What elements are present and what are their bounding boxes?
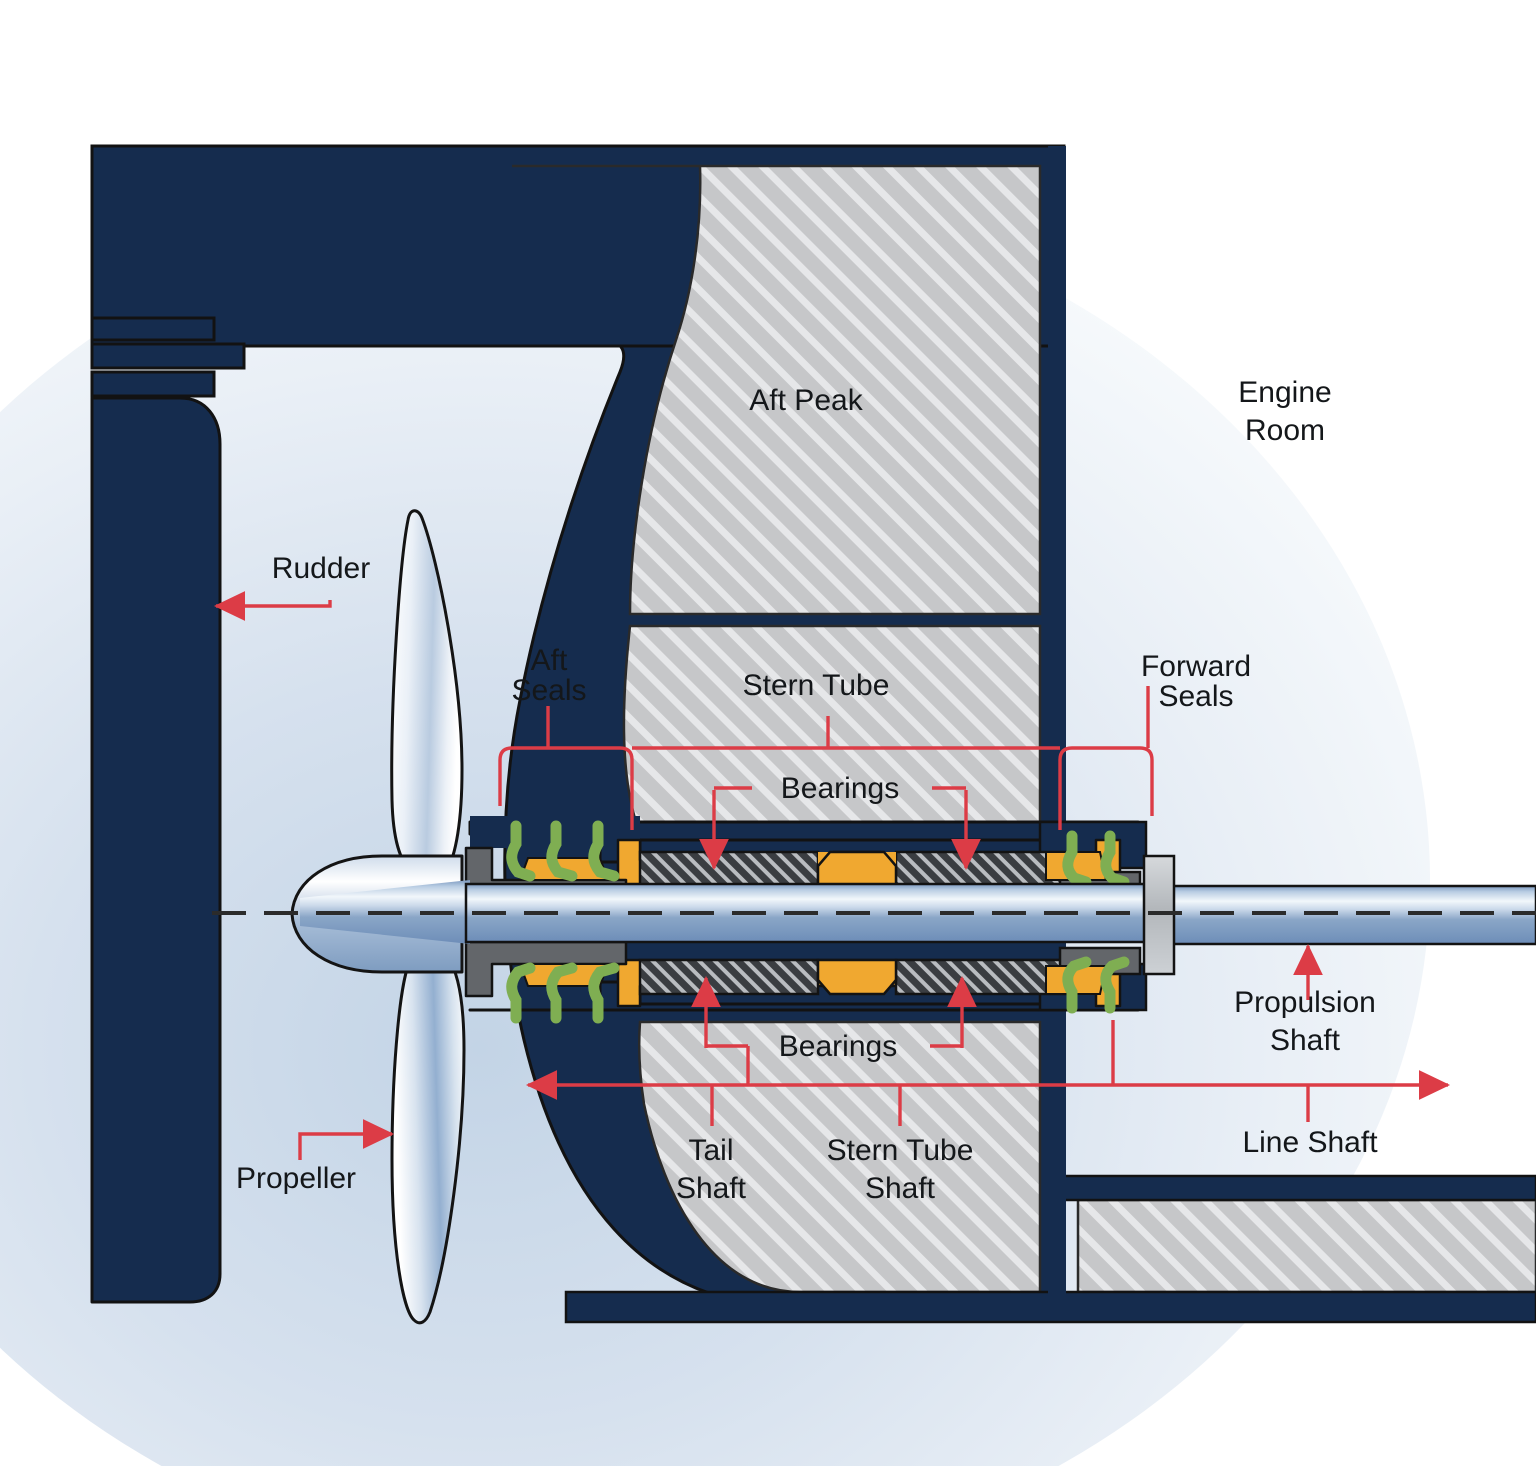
aft-seals-label-line1: Aft: [531, 644, 568, 677]
aft-peak-lower-fill: [637, 1020, 1042, 1294]
aft-seals-label-line2: Seals: [511, 674, 586, 707]
propeller-blade-lower: [390, 956, 466, 1325]
callout-leaders: [213, 591, 1451, 1160]
bearing-liner-assembly: [616, 838, 1122, 1008]
forward-seals-bracket: [1058, 746, 1154, 830]
stern-tube-label: Stern Tube: [743, 669, 890, 702]
propeller-blade-upper: [390, 509, 464, 874]
bearing-lower-aft: [638, 958, 820, 996]
aft-seal-lips-upper: [506, 820, 620, 882]
rudder-blade: [90, 396, 222, 1304]
tail-shaft-label-line2: Shaft: [676, 1172, 747, 1205]
forward-seal-lips-lower: [1062, 956, 1130, 1014]
forward-seal-lips-upper: [1062, 830, 1130, 888]
liner-boss-upper-shape: [816, 850, 898, 888]
forward-seals-label-line1: Forward: [1141, 650, 1251, 683]
aft-peak-compartment: Aft Peak: [512, 164, 1042, 616]
forward-seals-label-line2: Seals: [1158, 680, 1233, 713]
line-shaft-label: Line Shaft: [1242, 1126, 1378, 1159]
engine-room-tank: [564, 146, 1536, 1324]
aft-peak-label: Aft Peak: [749, 384, 863, 417]
aft-peak-fill: [512, 164, 1042, 616]
rudder-label: Rudder: [272, 552, 370, 585]
aft-seals-bracket: [498, 746, 634, 830]
propulsion-shaft: [212, 854, 1536, 976]
stern-tube-shaft-label-line2: Shaft: [865, 1172, 936, 1205]
rudder-leader: [213, 591, 332, 621]
engine-room-deck: [1062, 1174, 1536, 1202]
engine-room-tank-fill: [1076, 1198, 1536, 1294]
engine-room-label-line1: Engine: [1238, 376, 1331, 409]
bearings-lower-label: Bearings: [779, 1030, 897, 1063]
bearing-lower-fwd: [894, 958, 1076, 996]
callout-labels: Rudder Propeller Engine Room Aft Seals S…: [236, 376, 1378, 1205]
rudder: [90, 316, 246, 1304]
engine-room-label-line2: Room: [1245, 414, 1325, 447]
propulsion-shaft-label-line1: Propulsion: [1234, 986, 1376, 1019]
propeller-leader: [298, 1119, 395, 1160]
propulsion-shaft-label-line2: Shaft: [1270, 1024, 1341, 1057]
liner-boss-lower: [816, 958, 898, 996]
bearing-upper-aft: [638, 850, 820, 888]
forward-seal-carrier-upper: [1045, 851, 1108, 881]
tail-shaft-label-line1: Tail: [688, 1134, 733, 1167]
bearings-upper-label: Bearings: [781, 772, 899, 805]
aft-peak-lower-band: [637, 1020, 1042, 1294]
propeller-label: Propeller: [236, 1162, 356, 1195]
aft-bulkhead: [1048, 146, 1066, 1316]
stern-tube-shaft-label-line1: Stern Tube: [827, 1134, 974, 1167]
aft-seal-lips-lower: [506, 962, 620, 1024]
